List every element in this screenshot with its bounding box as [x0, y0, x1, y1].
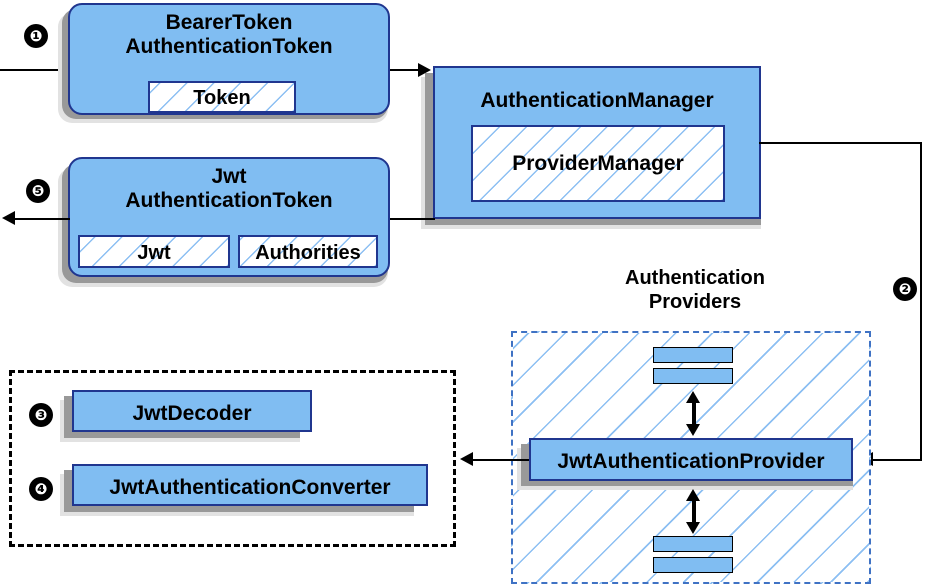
node-authentication-manager[interactable]: AuthenticationManager ProviderManager — [433, 66, 761, 219]
node-bearer-token-authentication-token[interactable]: BearerToken AuthenticationToken Token — [68, 3, 390, 115]
step-badge-2: ❷ — [893, 277, 917, 301]
manager-to-provider-line-top — [759, 142, 922, 144]
provider-to-converters-arrowhead — [460, 452, 473, 466]
provider-link-bottom-line — [692, 494, 696, 526]
jwt-support-components-container — [9, 370, 456, 547]
jwt-label: Jwt — [137, 242, 171, 264]
node-jwt-authentication-token[interactable]: Jwt AuthenticationToken Jwt Authorities — [68, 157, 390, 277]
manager-to-provider-line-vertical — [920, 142, 922, 460]
node-jwt-authentication-converter[interactable]: JwtAuthenticationConverter — [72, 464, 428, 506]
provider-to-converters-line — [472, 459, 529, 461]
bearer-to-manager-line — [390, 69, 420, 71]
incoming-request-line — [0, 69, 70, 71]
authentication-manager-label: AuthenticationManager — [480, 89, 714, 112]
manager-to-jwt-token-return-line — [390, 218, 435, 220]
jwt-authentication-provider-label: JwtAuthenticationProvider — [557, 450, 825, 473]
authorities-label: Authorities — [255, 242, 361, 264]
jwt-decoder-label: JwtDecoder — [132, 402, 252, 425]
inner-box-authorities: Authorities — [238, 235, 378, 268]
step-badge-4: ❹ — [29, 477, 53, 501]
step-badge-3: ❸ — [29, 403, 53, 427]
jwt-token-output-line — [14, 218, 70, 220]
provider-link-bottom-arrowhead-down — [686, 522, 700, 534]
provider-stub-bar-bottom-2 — [653, 557, 733, 573]
manager-to-provider-line-bottom — [871, 459, 922, 461]
inner-box-provider-manager: ProviderManager — [471, 125, 725, 202]
provider-stub-bar-top-2 — [653, 368, 733, 384]
provider-stub-bar-top-1 — [653, 347, 733, 363]
provider-stub-bar-bottom-1 — [653, 536, 733, 552]
step-badge-5: ❺ — [26, 179, 50, 203]
jwt-authentication-converter-label: JwtAuthenticationConverter — [109, 476, 391, 499]
authentication-providers-caption: Authentication Providers — [625, 267, 765, 313]
jwt-authentication-token-label: Jwt AuthenticationToken — [125, 165, 333, 212]
token-label: Token — [193, 87, 251, 109]
inner-box-jwt: Jwt — [78, 235, 230, 268]
provider-manager-label: ProviderManager — [512, 152, 684, 175]
node-jwt-decoder[interactable]: JwtDecoder — [72, 390, 312, 432]
provider-link-top-arrowhead-down — [686, 424, 700, 436]
bearer-token-label: BearerToken AuthenticationToken — [125, 11, 333, 58]
provider-link-top-line — [692, 396, 696, 428]
step-badge-1: ❶ — [24, 24, 48, 48]
jwt-token-output-arrowhead — [2, 211, 15, 225]
inner-box-token: Token — [148, 81, 296, 113]
node-jwt-authentication-provider[interactable]: JwtAuthenticationProvider — [529, 438, 853, 481]
